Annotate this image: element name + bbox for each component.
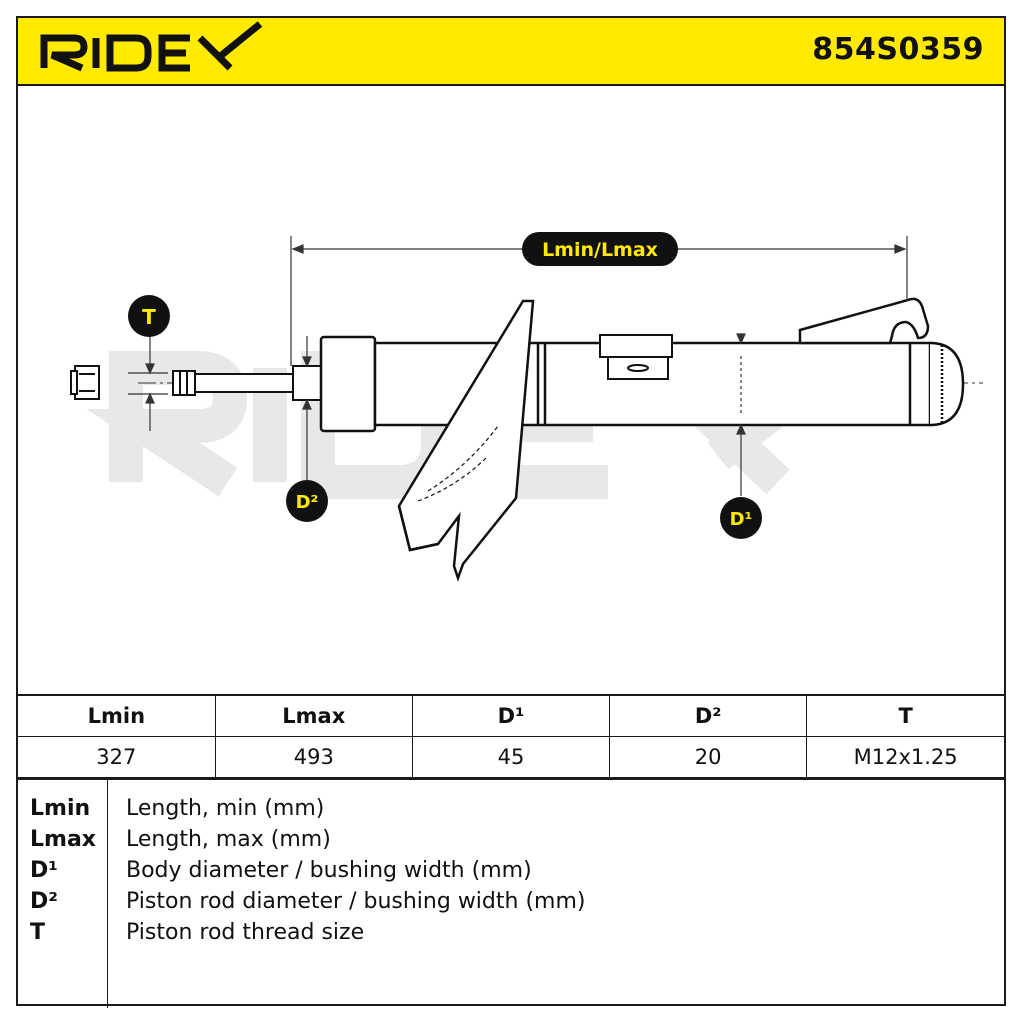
spec-header-lmin: Lmin xyxy=(18,694,216,737)
brand-name: RIDEX xyxy=(238,29,241,31)
legend-key: T xyxy=(30,920,46,945)
body-diameter-callout-label: D¹ xyxy=(730,509,753,530)
length-callout-badge xyxy=(522,232,678,266)
spec-value-lmax: 493 xyxy=(214,736,413,778)
legend-key: Lmin xyxy=(30,796,91,821)
body-diameter-callout-badge xyxy=(720,497,762,539)
length-callout-label: Lmin/Lmax xyxy=(542,239,658,261)
legend-item: D² Piston rod diameter / bushing width (… xyxy=(18,889,1004,919)
legend-key: D¹ xyxy=(30,858,58,883)
legend-divider xyxy=(107,780,108,1008)
legend-item: D¹ Body diameter / bushing width (mm) xyxy=(18,858,1004,888)
lower-mount-hook xyxy=(798,297,930,345)
ridex-logo: RIDEX xyxy=(40,21,263,72)
spec-value-d2: 20 xyxy=(609,736,808,778)
legend-item: Lmax Length, max (mm) xyxy=(18,827,1004,857)
spec-header-lmax: Lmax xyxy=(214,694,413,737)
spec-table-value-row: 327 493 45 20 M12x1.25 xyxy=(18,736,1004,778)
spec-value-d1: 45 xyxy=(411,736,611,778)
thread-callout-label: T xyxy=(142,305,156,329)
legend-desc: Piston rod thread size xyxy=(126,920,365,945)
shock-absorber-drawing: Lmin/Lmax T D² D¹ xyxy=(70,232,983,582)
thread-callout-badge xyxy=(128,295,170,337)
legend-desc: Length, min (mm) xyxy=(126,796,325,821)
spec-header-t: T xyxy=(806,694,1004,737)
spec-header-d1: D¹ xyxy=(411,694,611,737)
legend-item: T Piston rod thread size xyxy=(18,920,1004,950)
legend: Lmin Length, min (mm) Lmax Length, max (… xyxy=(18,778,1004,1008)
spring-seat xyxy=(397,299,535,582)
body-diameter-dimension xyxy=(736,333,746,496)
legend-key: D² xyxy=(30,889,58,914)
legend-desc: Piston rod diameter / bushing width (mm) xyxy=(126,889,586,914)
top-nut xyxy=(70,365,100,400)
header-bar: RIDEX 854S0359 xyxy=(18,18,1004,86)
body-bracket xyxy=(599,334,673,380)
spec-value-lmin: 327 xyxy=(18,736,216,778)
legend-desc: Body diameter / bushing width (mm) xyxy=(126,858,532,883)
spec-table: Lmin Lmax D¹ D² T 327 493 45 20 M12x1.25 xyxy=(18,694,1004,778)
rod-diameter-dimension xyxy=(302,336,312,484)
datasheet-frame: RIDEX 854S0359 xyxy=(16,16,1006,1008)
part-number: 854S0359 xyxy=(812,32,984,67)
spec-table-header-row: Lmin Lmax D¹ D² T xyxy=(18,694,1004,737)
legend-key: Lmax xyxy=(30,827,96,852)
piston-rod xyxy=(172,365,322,401)
rod-diameter-callout-badge xyxy=(286,480,328,522)
spec-value-t: M12x1.25 xyxy=(806,736,1004,778)
thread-dimension xyxy=(128,336,168,431)
rod-diameter-callout-label: D² xyxy=(296,492,319,513)
spec-header-d2: D² xyxy=(609,694,808,737)
legend-item: Lmin Length, min (mm) xyxy=(18,796,1004,826)
legend-desc: Length, max (mm) xyxy=(126,827,331,852)
